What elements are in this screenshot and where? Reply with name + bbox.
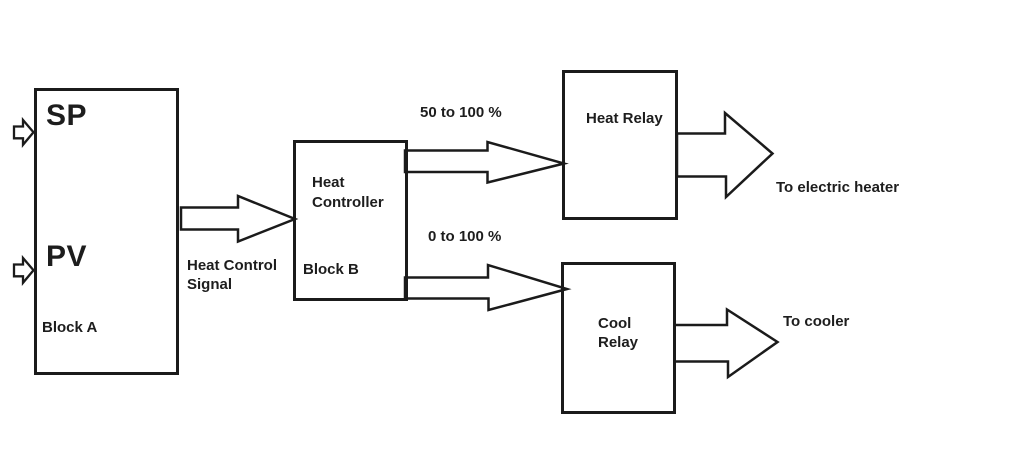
pv-input-arrow-icon <box>12 254 36 286</box>
pv-input-label: PV <box>46 240 88 273</box>
cooler-output-arrow-icon <box>673 307 780 380</box>
cool-relay-box <box>561 262 676 414</box>
block-b-title-label: Heat Controller <box>312 174 384 211</box>
heater-destination-label: To electric heater <box>776 179 900 196</box>
heat-relay-input-arrow-icon <box>403 140 569 185</box>
heat-control-signal-label: Heat Control Signal <box>187 257 277 293</box>
sp-input-label: SP <box>46 99 88 132</box>
block-a-box <box>34 88 179 375</box>
cooler-destination-label: To cooler <box>783 313 850 330</box>
sp-input-arrow-icon <box>12 116 36 148</box>
block-b-box <box>293 140 408 301</box>
block-a-name-label: Block A <box>42 319 98 336</box>
cool-range-label: 0 to 100 % <box>428 228 502 245</box>
heat-relay-box <box>562 70 678 220</box>
block-b-name-label: Block B <box>303 261 359 278</box>
heater-output-arrow-icon <box>675 110 775 200</box>
cool-relay-input-arrow-icon <box>403 263 572 312</box>
cool-relay-label: Cool Relay <box>598 315 639 351</box>
heat-range-label: 50 to 100 % <box>420 104 502 121</box>
heat-relay-label: Heat Relay <box>586 110 663 127</box>
heat-control-signal-arrow-icon <box>179 194 299 244</box>
